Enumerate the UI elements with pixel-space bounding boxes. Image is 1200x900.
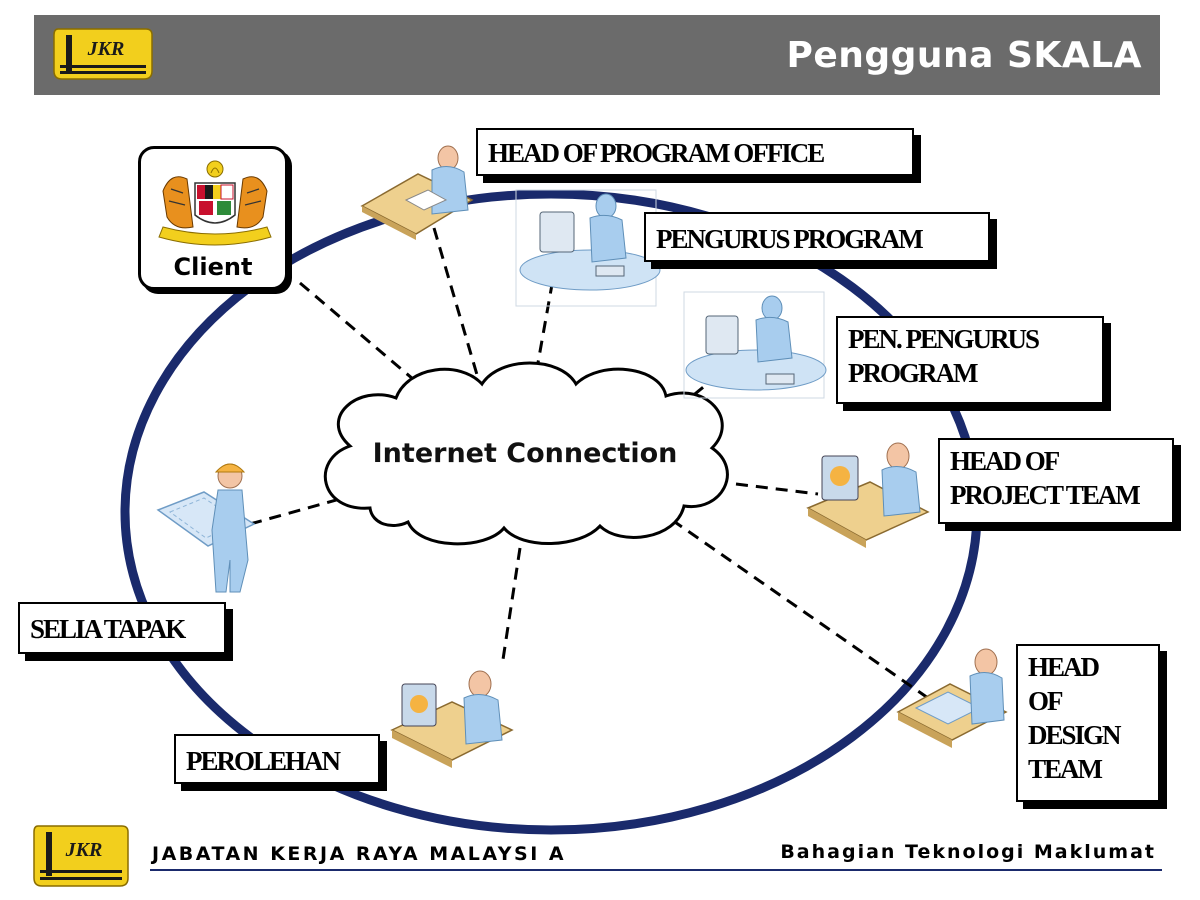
pengurus-program-workstation-icon: [515, 189, 661, 307]
cloud-icon: [323, 361, 729, 546]
link-head-program-office: [432, 227, 482, 386]
coat-of-arms-icon: [158, 160, 272, 246]
page-title: Pengguna SKALA: [786, 35, 1142, 76]
internet-connection-label: Internet Connection: [372, 438, 678, 469]
client-node: Client: [138, 146, 288, 290]
client-label: Client: [173, 253, 253, 281]
jkr-logo-text: JKR: [87, 38, 125, 60]
footer-department: Bahagian Teknologi Maklumat: [780, 841, 1156, 863]
link-head-project-team: [735, 482, 819, 496]
pen-pengurus-workstation-icon: [683, 291, 827, 399]
head-design-team-label: HEAD OF DESIGN TEAM: [1016, 644, 1160, 802]
footer-organization: JABATAN KERJA RAYA MALAYSI A: [152, 843, 567, 865]
perolehan-label: PEROLEHAN: [174, 734, 380, 784]
site-supervisor-icon: [156, 463, 256, 593]
perolehan-workstation-icon: [390, 670, 514, 768]
pengurus-program-label: PENGURUS PROGRAM: [644, 212, 990, 262]
pen-pengurus-program-label: PEN. PENGURUS PROGRAM: [836, 316, 1104, 404]
link-perolehan: [500, 547, 522, 667]
footer-jkr-logo-text: JKR: [65, 839, 103, 861]
head-project-team-label: HEAD OF PROJECT TEAM: [938, 438, 1174, 524]
footer-jkr-logo-icon: JKR: [33, 825, 129, 887]
link-client: [299, 281, 421, 387]
head-program-office-label: HEAD OF PROGRAM OFFICE: [476, 128, 914, 176]
head-project-team-workstation-icon: [806, 442, 930, 548]
header-bar: Pengguna SKALA: [34, 15, 1160, 95]
selia-tapak-label: SELIA TAPAK: [18, 602, 226, 654]
footer-divider: [150, 869, 1162, 871]
head-design-team-workstation-icon: [896, 648, 1008, 748]
link-head-design-team: [671, 518, 929, 700]
head-program-office-workstation-icon: [360, 145, 474, 240]
jkr-logo-icon: JKR: [53, 28, 153, 80]
